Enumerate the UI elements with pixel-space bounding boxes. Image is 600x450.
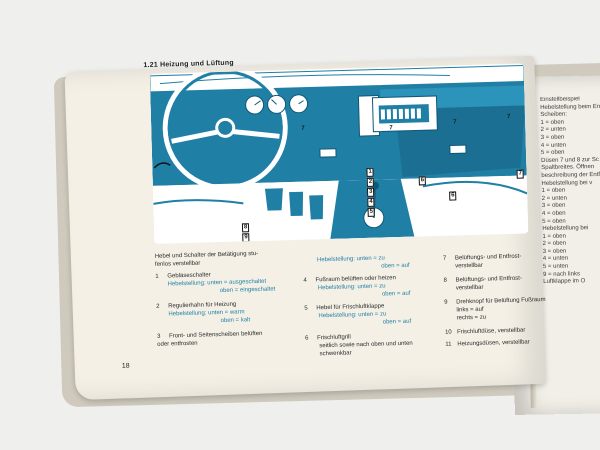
- callout-11a: 11: [338, 238, 349, 244]
- section-title: 1.21 Heizung und Lüftung: [143, 59, 234, 70]
- item-8: 8 Belüftungs- und Entfrost-: [444, 276, 523, 285]
- callout-1: 1: [366, 167, 374, 177]
- item-9-line-2: rechts = zu: [456, 314, 487, 322]
- item-9-text: Drehknopf für Belüftung Fußraum: [456, 296, 546, 306]
- item-6-line-2: schwenkbar: [319, 350, 352, 358]
- item-9-num: 9: [444, 299, 448, 306]
- item-1-line-2: oben = eingeschaltet: [219, 286, 276, 295]
- item-7-text: Belüftungs- und Entfrost-: [454, 253, 522, 262]
- item-5-line-2: oben = auf: [382, 318, 412, 326]
- callout-6a: 6: [418, 176, 427, 186]
- item-cont-line-2: oben = auf: [381, 262, 410, 270]
- item-4-text: Fußraum belüften oder heizen: [315, 275, 396, 284]
- item-6-num: 6: [305, 335, 309, 342]
- item-5-line-1: Hebelstellung: unten = zu: [318, 311, 387, 320]
- item-7-num: 7: [442, 255, 447, 262]
- item-11-text: Heizungsdüsen, verstellbar: [457, 339, 530, 348]
- item-9-line-1: links = auf: [456, 306, 484, 314]
- item-7: 7 Belüftungs- und Entfrost-: [443, 254, 522, 263]
- item-3-text: Front- und Seitenscheiben belüften: [168, 330, 263, 340]
- item-10-num: 10: [444, 329, 452, 336]
- callout-2: 2: [366, 177, 375, 187]
- item-4-num: 4: [303, 277, 307, 284]
- item-2-line-2: oben = kalt: [220, 317, 251, 325]
- callout-3: 3: [366, 187, 375, 197]
- callout-5: 5: [367, 207, 376, 217]
- dashboard-illustration: 7 7 7 7 1 2 3 4 5 6 6 7 8 9 10 11 11: [149, 63, 529, 244]
- callout-7e: 7: [516, 169, 525, 179]
- item-6: 6 Frischluftgrill: [305, 334, 351, 342]
- callout-7d: 7: [506, 113, 511, 120]
- item-3: 3 Front- und Seitenscheiben belüften: [157, 331, 263, 341]
- item-9: 9 Drehknopf für Belüftung Fußraum: [444, 297, 546, 307]
- item-2-text: Regulierhahn für Heizung: [168, 301, 237, 310]
- item-1-text: Gebläseschalter: [167, 272, 211, 280]
- right-page-line: Luftklappe im O: [543, 278, 586, 286]
- item-6-line-1: seitlich sowie nach oben und unten: [319, 340, 413, 350]
- item-2-num: 2: [156, 303, 160, 310]
- item-10-text: Frischluftdüse, verstellbar: [456, 327, 526, 336]
- dashboard-drawing: [149, 64, 529, 244]
- right-page-line: Hebelstellung beim Entf: [540, 103, 600, 111]
- callout-7c: 7: [453, 119, 457, 126]
- intro-line-2: fenlos verstellbar: [154, 260, 201, 268]
- item-8-text: Belüftungs- und Entfrost-: [455, 275, 523, 284]
- item-11-num: 11: [445, 341, 452, 348]
- callout-9: 9: [242, 233, 250, 243]
- item-3-num: 3: [156, 333, 161, 340]
- item-7-line-1: verstellbar: [455, 262, 483, 270]
- callout-6b: 6: [449, 191, 457, 201]
- callout-4: 4: [367, 197, 375, 207]
- right-page-line: Hebelstellung bei v: [541, 179, 593, 187]
- callout-10: 10: [242, 243, 254, 244]
- item-6-text: Frischluftgrill: [317, 334, 351, 342]
- item-5-num: 5: [304, 305, 308, 312]
- callout-8: 8: [241, 223, 250, 233]
- callout-7b: 7: [389, 125, 393, 132]
- callout-7a: 7: [301, 125, 305, 132]
- item-8-line-1: verstellbar: [455, 284, 484, 292]
- item-10: 10 Frischluftdüse, verstellbar: [445, 328, 526, 337]
- callout-11b: 11: [486, 234, 497, 244]
- item-1-num: 1: [155, 273, 159, 280]
- item-4-line-1: Hebelstellung: unten = zu: [317, 283, 386, 292]
- item-3-line-1: oder entfrosten: [157, 340, 198, 348]
- page-number: 18: [121, 362, 130, 370]
- intro-line-1: Hebel und Schalter der Betätigung stu-: [154, 250, 259, 260]
- item-8-num: 8: [443, 277, 448, 284]
- item-5-text: Hebel für Frischluftklappe: [316, 303, 385, 312]
- item-4-line-2: oben = auf: [381, 290, 411, 298]
- item-cont-line-1: Hebelstellung: unten = zu: [316, 255, 385, 264]
- left-page-content: 1.21 Heizung und Lüftung: [75, 37, 546, 379]
- item-11: 11 Heizungsdüsen, verstellbar: [445, 339, 530, 348]
